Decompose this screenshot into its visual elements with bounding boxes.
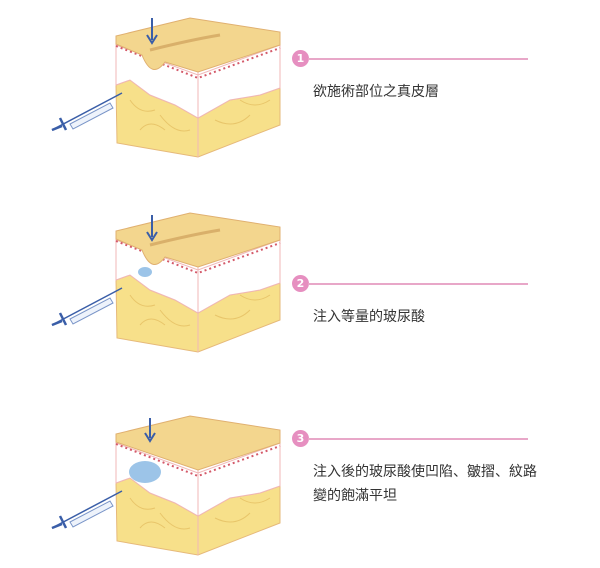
skin-block-1: [50, 17, 281, 158]
step-caption: 注入等量的玻尿酸: [313, 309, 425, 325]
step-number-badge: 2: [292, 275, 309, 292]
syringe-icon: [50, 91, 124, 132]
filler-blob: [129, 461, 161, 483]
divider-line: [308, 58, 528, 60]
arrow-down-icon: [146, 215, 158, 242]
step-number-badge: 1: [292, 50, 309, 67]
skin-block-2: [50, 212, 281, 353]
syringe-icon: [50, 286, 124, 327]
step-caption: 欲施術部位之真皮層: [313, 84, 439, 100]
syringe-icon: [50, 489, 124, 530]
arrow-down-icon: [146, 18, 158, 45]
arrow-down-icon: [144, 418, 156, 443]
filler-blob: [138, 267, 152, 277]
step-caption: 注入後的玻尿酸使凹陷、皺摺、紋路變的飽滿平坦: [313, 464, 537, 504]
divider-line: [308, 283, 528, 285]
divider-line: [308, 438, 528, 440]
step-number-badge: 3: [292, 430, 309, 447]
skin-block-3: [50, 415, 281, 556]
